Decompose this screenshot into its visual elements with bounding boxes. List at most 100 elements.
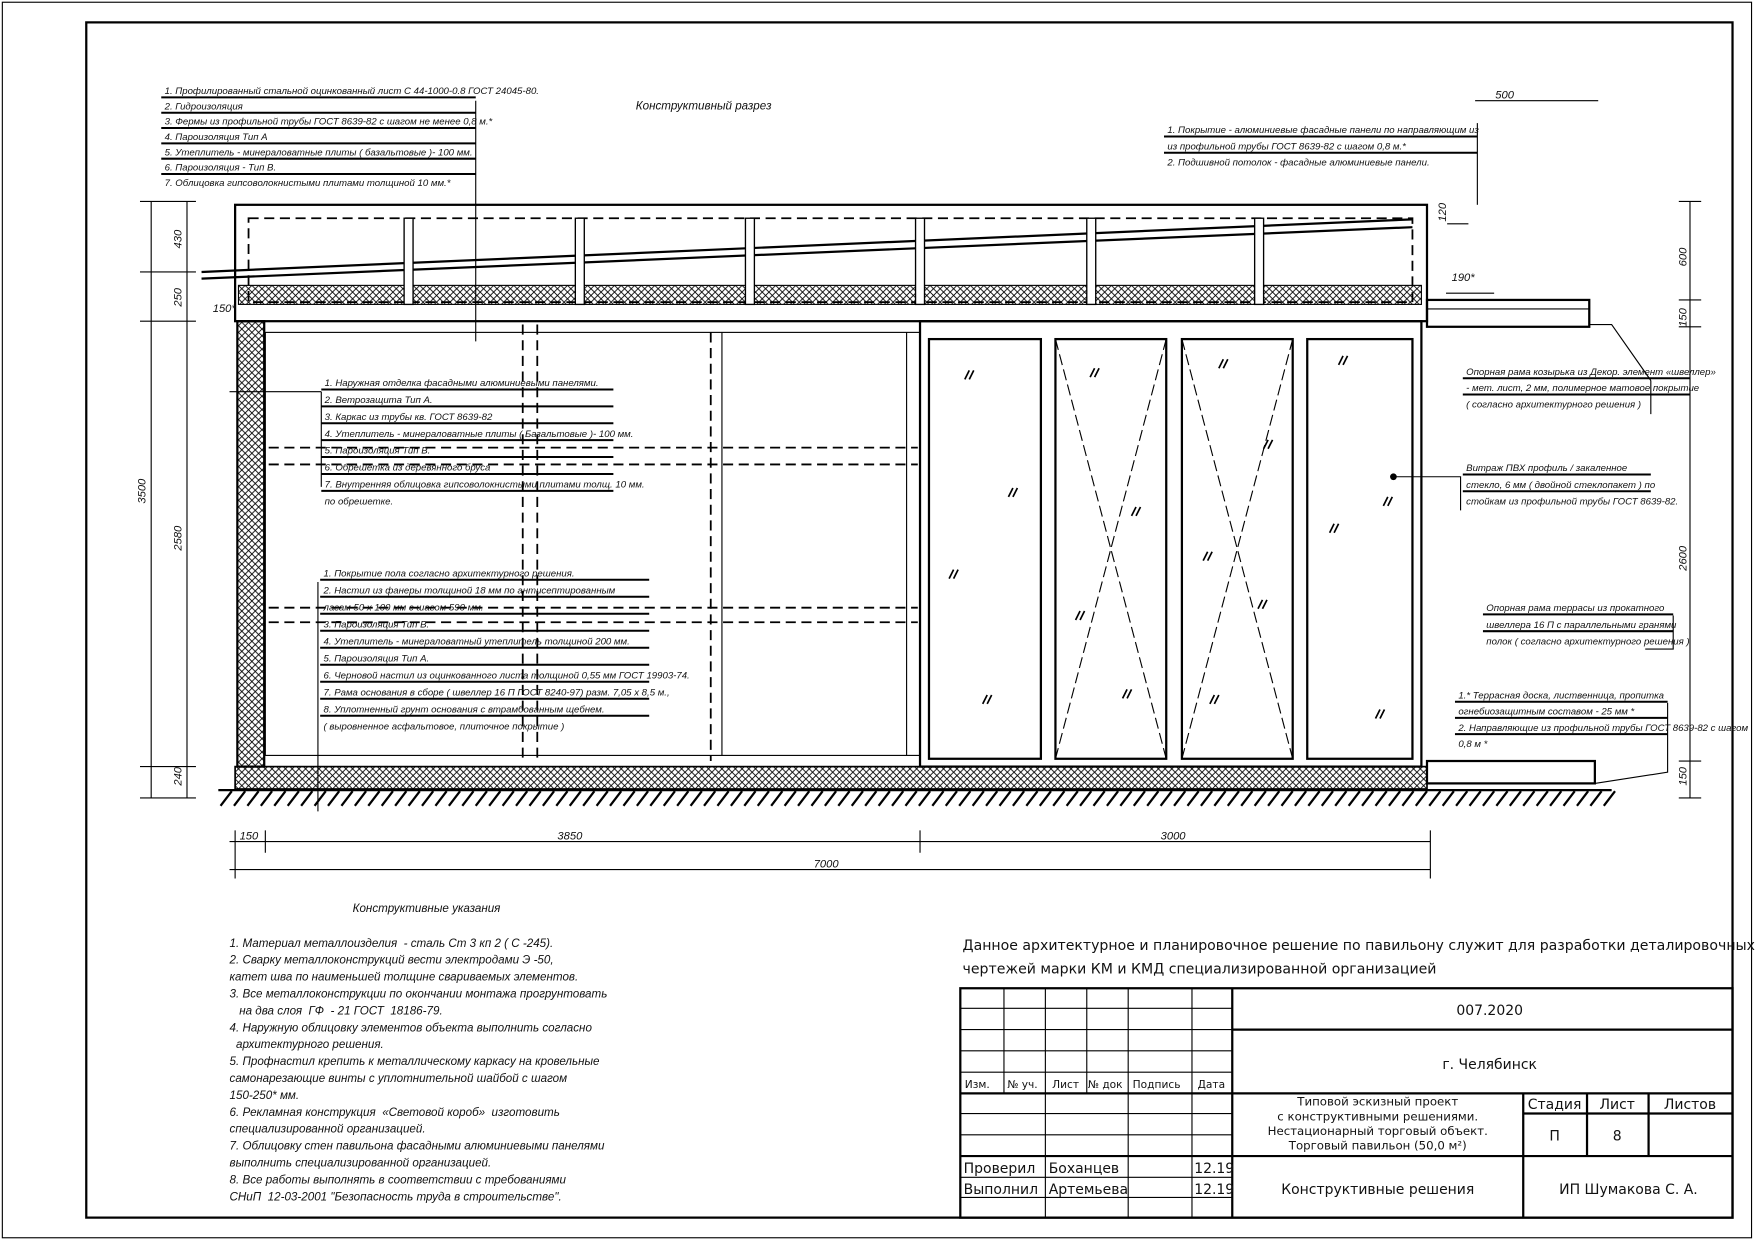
leader-line xyxy=(1645,615,1674,650)
ground-hatch xyxy=(1132,790,1146,807)
glass-panel xyxy=(1054,337,1168,760)
ground-hatch xyxy=(756,790,770,807)
ground-hatch xyxy=(850,790,864,807)
ground-hatch xyxy=(528,790,542,807)
ground-hatch xyxy=(394,790,408,807)
ground-hatch xyxy=(407,790,421,807)
roof-note: 4. Пароизоляция Тип А xyxy=(165,132,268,143)
ground-hatch xyxy=(958,790,972,807)
ground-hatch xyxy=(1441,790,1455,807)
roof-truss-post xyxy=(403,217,414,306)
stage-label: Стадия xyxy=(1528,1097,1582,1113)
terrace-note: огнебиозащитным составом - 25 мм * xyxy=(1458,707,1634,718)
ground-hatch xyxy=(1280,790,1294,807)
construction-note: 8. Все работы выполнять в соответствии с… xyxy=(230,1173,567,1186)
ground-hatch xyxy=(300,790,314,807)
ground-hatch xyxy=(313,790,327,807)
ground-hatch xyxy=(353,790,367,807)
canopy xyxy=(1425,298,1591,328)
floor-note: 1. Покрытие пола согласно архитектурного… xyxy=(324,568,575,579)
ground-hatch xyxy=(367,790,381,807)
ground-hatch xyxy=(595,790,609,807)
wall-note: 5. Пароизоляция Тип В. xyxy=(325,446,431,457)
roof-truss-post xyxy=(574,217,585,306)
ground-hatch xyxy=(286,790,300,807)
glass-panel xyxy=(1180,337,1294,760)
ground-hatch xyxy=(1388,790,1402,807)
section-title: Конструктивный разрез xyxy=(636,100,772,113)
canopy-top-note: из профильной трубы ГОСТ 8639-82 с шагом… xyxy=(1167,141,1406,152)
ground-hatch xyxy=(1508,790,1522,807)
floor-note: 8. Уплотненный грунт основания с втрамбо… xyxy=(324,704,605,715)
wall-note: 1. Наружная отделка фасадными алюминиевы… xyxy=(325,378,599,389)
ground-hatch xyxy=(219,790,233,807)
glass-mark-icon xyxy=(1209,694,1220,705)
construction-notes-title: Конструктивные указания xyxy=(353,902,501,915)
ground-hatch xyxy=(1535,790,1549,807)
ground-hatch xyxy=(1159,790,1173,807)
dim-right: 2600 xyxy=(1678,545,1690,572)
terrace xyxy=(1425,759,1596,785)
door-opening-mark xyxy=(1181,338,1294,759)
wall-note: по обрешетке. xyxy=(325,496,394,507)
ground-hatch xyxy=(461,790,475,807)
dimension-line xyxy=(229,830,1431,879)
ground-hatch xyxy=(582,790,596,807)
roof-note: 3. Фермы из профильной трубы ГОСТ 8639-8… xyxy=(165,117,493,128)
ground-hatch xyxy=(1495,790,1509,807)
ground-hatch xyxy=(689,790,703,807)
roof-slope xyxy=(201,226,1413,280)
left-wall-hatch xyxy=(236,320,266,768)
project-code: 007.2020 xyxy=(1456,1003,1523,1019)
ground-hatch xyxy=(730,790,743,807)
roof-truss-post xyxy=(914,217,926,306)
glass-mark-icon xyxy=(948,569,959,579)
vitrage-note: стойкам из профильной трубы ГОСТ 8639-82… xyxy=(1466,497,1678,508)
roof-note: 7. Облицовка гипсоволокнистыми плитами т… xyxy=(165,178,451,189)
dim-left: 240 xyxy=(172,766,184,786)
leader-dot xyxy=(1390,473,1397,481)
ground-hatch xyxy=(1267,790,1281,807)
roof-truss-post xyxy=(1253,217,1265,306)
roof-note: 1. Профилированный стальной оцинкованный… xyxy=(165,86,539,97)
dim-bottom: 3850 xyxy=(557,830,583,842)
roof-note: 5. Утеплитель - минераловатные плиты ( б… xyxy=(165,147,473,158)
ground-hatch xyxy=(1173,790,1187,807)
ground-hatch xyxy=(931,790,945,807)
vitrage-frame xyxy=(918,320,1423,768)
ground-hatch xyxy=(864,790,878,807)
project-title-line: Типовой эскизный проект xyxy=(1296,1095,1458,1109)
ground-hatch xyxy=(1213,790,1227,807)
ground-hatch xyxy=(770,790,784,807)
construction-note: выполнить специализированной организацие… xyxy=(230,1156,492,1169)
roof-insulation-hatch xyxy=(237,284,1422,305)
checked-label: Проверил xyxy=(964,1161,1036,1177)
ground-hatch xyxy=(233,790,247,807)
ground-hatch xyxy=(1038,790,1052,807)
done-name: Артемьева xyxy=(1049,1182,1128,1198)
roof-truss-post xyxy=(1086,217,1097,306)
floor-note: 3. Пароизоляция Тип В. xyxy=(324,619,430,630)
dim-bottom: 150 xyxy=(240,830,259,842)
glass-mark-icon xyxy=(1089,367,1100,378)
construction-note: 1. Материал металлоизделия - сталь Ст 3 … xyxy=(230,937,554,950)
ground-hatch xyxy=(1307,790,1321,807)
ground-hatch xyxy=(1428,790,1442,807)
sheet-value: 8 xyxy=(1613,1128,1622,1144)
dim-right: 600 xyxy=(1678,247,1690,266)
header-date: Дата xyxy=(1198,1078,1226,1091)
glass-mark-icon xyxy=(1074,610,1086,621)
title-block-grid xyxy=(959,987,1734,1219)
ground-hatch xyxy=(1549,790,1563,807)
ground-hatch xyxy=(837,790,851,807)
glass-mark-icon xyxy=(964,370,975,380)
header-num-doc: № док xyxy=(1088,1078,1123,1091)
ground-hatch xyxy=(1186,790,1200,807)
leader-line xyxy=(1594,702,1669,784)
floor-note: 7. Рама основания в сборе ( швеллер 16 П… xyxy=(324,687,670,698)
ground-hatch xyxy=(1602,790,1616,807)
ground-hatch xyxy=(1226,790,1240,807)
dim-canopy-width: 500 xyxy=(1495,89,1514,101)
header-izm: Изм. xyxy=(965,1078,990,1091)
glass-mark-icon xyxy=(1121,689,1133,699)
